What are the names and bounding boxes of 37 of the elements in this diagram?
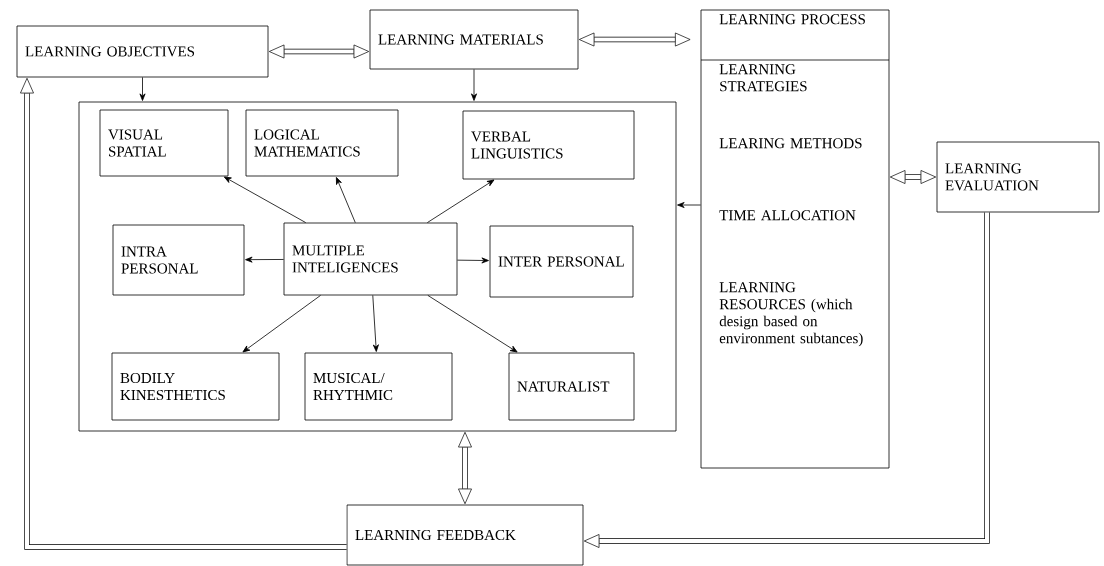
- center-box: MULTIPLE INTELIGENCES: [283, 222, 458, 296]
- double-arrow: [268, 44, 370, 59]
- arrow: [426, 179, 495, 223]
- arrow: [457, 257, 489, 264]
- box: MUSICAL/ RHYTHMIC: [304, 352, 453, 421]
- arrow: [242, 295, 321, 353]
- box: LEARNING FEEDBACK: [346, 504, 584, 566]
- list-item: LEARNING STRATEGIES: [719, 64, 807, 92]
- process-box: [700, 9, 890, 469]
- double-arrow: [583, 212, 990, 548]
- double-arrow: [458, 431, 472, 505]
- box: VERBAL LINGUISTICS: [462, 110, 635, 180]
- arrow: [471, 69, 477, 101]
- list-item: TIME ALLOCATION: [719, 210, 856, 221]
- box: LEARNING MATERIALS: [369, 9, 579, 70]
- box: VISUAL SPATIAL: [99, 109, 229, 177]
- arrow: [245, 256, 284, 263]
- double-arrow: [578, 32, 691, 47]
- arrow: [677, 202, 701, 208]
- arrow: [139, 77, 146, 101]
- box: INTRA PERSONAL: [112, 224, 245, 296]
- container-box: [78, 101, 677, 432]
- box-heading: LEARNING PROCESS: [719, 14, 865, 25]
- double-arrow: [889, 170, 937, 184]
- arrow: [427, 295, 518, 353]
- box: LOGICAL MATHEMATICS: [245, 109, 399, 177]
- box: NATURALIST: [508, 352, 635, 421]
- arrow: [372, 295, 379, 352]
- list-item: LEARNING RESOURCES (which design based on environment subtances): [719, 282, 863, 347]
- box: BODILY KINESTHETICS: [111, 352, 280, 421]
- box: LEARNING EVALUATION: [936, 141, 1100, 213]
- arrow: [335, 177, 356, 223]
- box: INTER PERSONAL: [489, 225, 634, 298]
- double-arrow: [20, 77, 347, 550]
- box: LEARNING OBJECTIVES: [16, 25, 269, 78]
- arrow: [223, 176, 307, 223]
- list-item: LEARING METHODS: [719, 138, 862, 149]
